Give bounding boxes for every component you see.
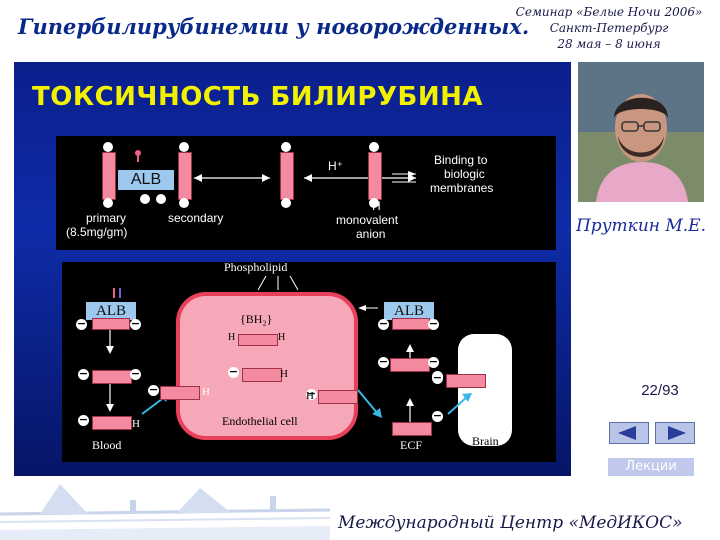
minus-charge: − xyxy=(428,317,439,330)
slide-counter: 22/93 xyxy=(641,382,679,399)
bilirubin-bar xyxy=(392,318,430,330)
bilirubin-bar xyxy=(318,390,358,404)
carboxyl-dot xyxy=(369,142,379,152)
minus-charge: − xyxy=(432,371,443,384)
seminar-info: Семинар «Белые Ночи 2006» Санкт-Петербур… xyxy=(504,4,714,52)
minus-charge: − xyxy=(76,317,87,330)
bilirubin-bar xyxy=(238,334,278,346)
h-label: H xyxy=(132,418,140,430)
author-photo xyxy=(578,62,704,202)
h-label: H xyxy=(280,368,288,380)
header-title: Гипербилирубинемии у новорожденных. xyxy=(18,14,530,39)
minus-charge: − xyxy=(130,317,141,330)
carboxyl-dot xyxy=(103,142,113,152)
minus-charge: − xyxy=(228,365,239,378)
carboxyl-dot xyxy=(281,142,291,152)
bilirubin-bar xyxy=(92,318,130,330)
alb-box-left: ALB xyxy=(86,302,136,320)
carboxyl-dot xyxy=(369,198,379,208)
bilirubin-bar xyxy=(280,152,294,200)
binding-text-line: biologic xyxy=(444,167,485,181)
anion-bilirubin-bar xyxy=(368,152,382,200)
minus-charge: − xyxy=(428,355,439,368)
right-arrow-icon xyxy=(668,426,686,440)
primary-label: primary xyxy=(86,211,127,225)
bilirubin-bar xyxy=(92,416,132,430)
bilirubin-bar xyxy=(392,422,432,436)
h-label: H xyxy=(228,332,236,343)
bottom-diagram-lines xyxy=(106,275,512,446)
binding-text-line: membranes xyxy=(430,181,494,195)
carboxyl-dot xyxy=(140,194,150,204)
h-label: H xyxy=(486,374,494,386)
bilirubin-bar xyxy=(92,370,132,384)
h-label: H xyxy=(372,199,381,213)
carboxyl-dot xyxy=(179,198,189,208)
h-label: H xyxy=(278,332,286,343)
primary-amount-label: (8.5mg/gm) xyxy=(66,225,128,239)
slide-title: ТОКСИЧНОСТЬ БИЛИРУБИНА xyxy=(32,82,483,112)
secondary-label: secondary xyxy=(168,211,224,225)
author-name: Пруткин М.Е. xyxy=(575,216,706,236)
primary-bilirubin-bar xyxy=(102,152,116,200)
bridge-watermark xyxy=(0,484,330,540)
monovalent-label: monovalent xyxy=(336,213,399,227)
carboxyl-dot xyxy=(281,198,291,208)
ecf-label: ECF xyxy=(400,438,423,452)
left-arrow-icon xyxy=(618,426,636,440)
seminar-line: Санкт-Петербург xyxy=(549,21,669,35)
endothelial-cell-label: Endothelial cell xyxy=(222,414,298,428)
alb-box: ALB xyxy=(118,170,174,190)
minus-charge: − xyxy=(78,367,89,380)
minus-charge: − xyxy=(130,367,141,380)
carboxyl-dot xyxy=(179,142,189,152)
h-plus-label: H⁺ xyxy=(328,159,343,173)
carboxyl-dot xyxy=(156,194,166,204)
lectures-button[interactable]: Лекции xyxy=(608,458,694,476)
prev-slide-button[interactable] xyxy=(609,422,649,444)
alb-box-right: ALB xyxy=(384,302,434,320)
bilirubin-bar xyxy=(160,386,200,400)
secondary-bilirubin-bar xyxy=(178,152,192,200)
seminar-line: Семинар «Белые Ночи 2006» xyxy=(515,5,703,19)
blood-label: Blood xyxy=(92,438,122,452)
h-label: H xyxy=(202,386,210,398)
minus-charge: − xyxy=(148,383,159,396)
phospholipid-label: Phospholipid xyxy=(224,260,288,274)
next-slide-button[interactable] xyxy=(655,422,695,444)
minus-charge: − xyxy=(378,317,389,330)
bilirubin-bar xyxy=(446,374,486,388)
author-photo-image xyxy=(578,62,704,202)
bilirubin-bar xyxy=(242,368,282,382)
bottom-diagram: Phospholipid ALB − − − − − H Blood {BH₂}… xyxy=(62,260,556,462)
binding-text-line: Binding to xyxy=(434,153,488,167)
carboxyl-dot xyxy=(103,198,113,208)
brain-label: Brain xyxy=(472,434,499,448)
minus-charge: − xyxy=(378,355,389,368)
bh2-label: {BH₂} xyxy=(240,312,273,326)
footer-text: Международный Центр «МедИКОС» xyxy=(338,513,683,533)
top-diagram: ALB H⁺ Binding to biologic membranes pri… xyxy=(56,136,556,250)
minus-charge: − xyxy=(78,413,89,426)
minus-charge: − xyxy=(432,409,443,422)
anion-label: anion xyxy=(356,227,386,241)
minus-charge: − xyxy=(306,387,317,400)
seminar-line: 28 мая – 8 июня xyxy=(557,37,661,51)
h-label: H xyxy=(306,390,314,402)
bilirubin-bar xyxy=(390,358,430,372)
